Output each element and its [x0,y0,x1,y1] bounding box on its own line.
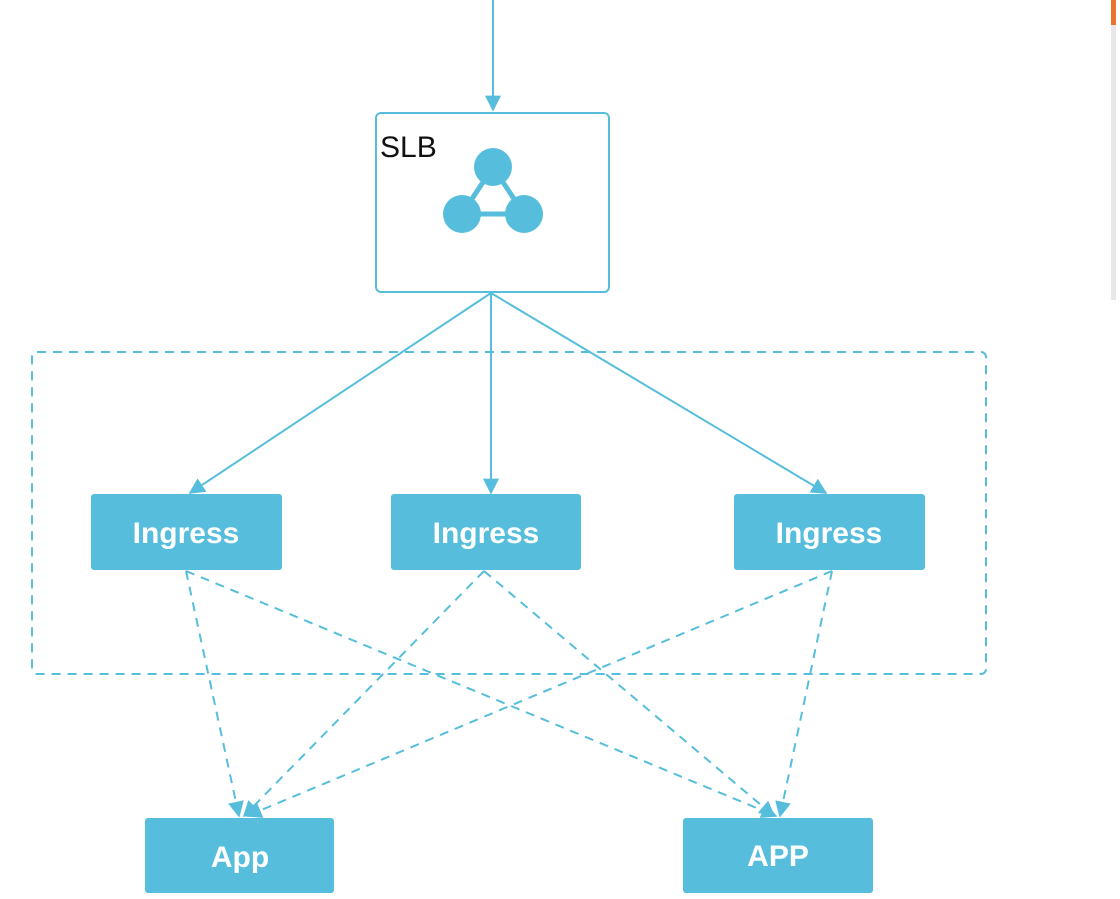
edge-slb-to-ingress-1 [188,292,492,494]
scrollbar-thumb[interactable] [1111,0,1116,25]
ingress-node-3[interactable]: Ingress [734,494,925,570]
ingress-node-label: Ingress [776,517,883,550]
scrollbar-track[interactable] [1111,0,1116,300]
edge-ingress-2-to-app [242,570,485,818]
ingress-node-label: Ingress [133,517,240,550]
edge-ingress-3-to-app [245,570,833,818]
app-node-label: APP [747,840,809,873]
ingress-node-2[interactable]: Ingress [391,494,581,570]
ingress-group-boundary [31,351,987,675]
ingress-node-label: Ingress [433,517,540,550]
ingress-node-1[interactable]: Ingress [91,494,282,570]
load-balancer-icon [443,148,543,233]
slb-node[interactable]: SLB [375,112,610,293]
slb-label: SLB [380,131,437,164]
edge-ingress-2-to-app2 [483,570,776,818]
app-node-2[interactable]: APP [683,818,873,893]
app-node-1[interactable]: App [145,818,334,893]
app-node-label: App [211,841,269,874]
edge-slb-to-ingress-3 [490,292,828,494]
slb-box [375,112,610,293]
edge-ingress-1-to-app2 [185,570,778,818]
edge-ingress-3-to-app2 [775,570,833,818]
edge-ingress-1-to-app [185,570,244,818]
